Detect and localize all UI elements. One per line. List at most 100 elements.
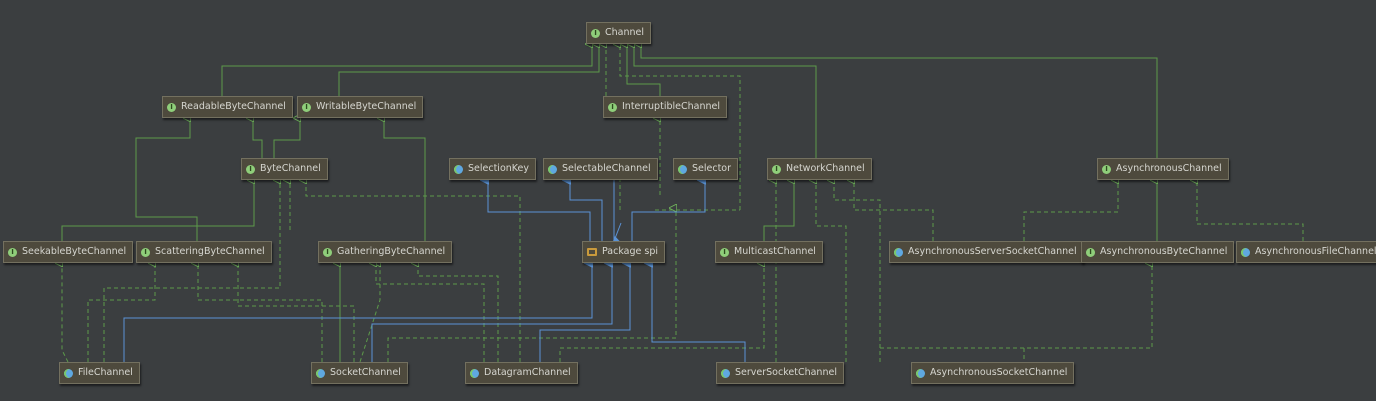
extends-edge — [135, 118, 198, 241]
implements-edge — [559, 263, 764, 362]
node-label: AsynchronousServerSocketChannel — [908, 246, 1077, 257]
node-label: MulticastChannel — [734, 246, 816, 257]
package-edge — [631, 180, 705, 241]
extends-edge — [61, 180, 254, 241]
node-label: ServerSocketChannel — [735, 367, 837, 378]
node-datagram-channel[interactable]: DatagramChannel — [465, 362, 578, 384]
node-writable-byte-channel[interactable]: I WritableByteChannel — [297, 96, 424, 118]
node-label: FileChannel — [78, 367, 133, 378]
interface-icon: I — [608, 102, 617, 112]
package-edge — [123, 263, 592, 362]
implements-edge — [62, 263, 69, 363]
interface-icon: I — [772, 164, 781, 174]
extends-edge — [273, 118, 300, 158]
node-label: InterruptibleChannel — [622, 101, 720, 112]
implements-edge — [854, 180, 934, 241]
implements-edge — [1023, 180, 1118, 241]
interface-icon: I — [591, 28, 600, 38]
implements-edge — [306, 180, 521, 362]
interface-icon: I — [1086, 247, 1095, 257]
interface-icon: I — [720, 247, 729, 257]
node-asynchronous-byte-channel[interactable]: I AsynchronousByteChannel — [1081, 241, 1235, 263]
implements-edge — [418, 263, 499, 362]
class-icon — [916, 368, 925, 378]
node-label: SocketChannel — [330, 367, 401, 378]
class-icon — [1241, 247, 1250, 257]
node-selector[interactable]: Selector — [673, 158, 739, 180]
node-label: Channel — [605, 27, 645, 38]
extends-edge — [338, 44, 599, 96]
node-asynchronous-server-socket-channel[interactable]: AsynchronousServerSocketChannel — [889, 241, 1084, 263]
implements-edge — [103, 180, 280, 362]
interface-icon: I — [167, 102, 176, 112]
package-edge — [570, 180, 603, 241]
node-channel[interactable]: I Channel — [586, 22, 652, 44]
implements-edge — [359, 263, 380, 363]
package-icon — [587, 248, 597, 256]
interface-icon: I — [1102, 164, 1111, 174]
class-icon — [470, 368, 479, 378]
interface-icon: I — [141, 247, 150, 257]
extends-edge — [627, 44, 661, 96]
node-file-channel[interactable]: FileChannel — [59, 362, 140, 384]
node-server-socket-channel[interactable]: ServerSocketChannel — [716, 362, 844, 384]
package-edge — [371, 263, 612, 362]
interface-icon: I — [8, 247, 17, 257]
implements-edge — [816, 180, 847, 362]
node-asynchronous-file-channel[interactable]: AsynchronousFileChannel — [1236, 241, 1376, 263]
node-label: AsynchronousChannel — [1116, 163, 1222, 174]
extends-edge — [634, 44, 817, 158]
node-asynchronous-channel[interactable]: I AsynchronousChannel — [1097, 158, 1229, 180]
node-scattering-byte-channel[interactable]: I ScatteringByteChannel — [136, 241, 272, 263]
node-asynchronous-socket-channel[interactable]: AsynchronousSocketChannel — [911, 362, 1075, 384]
implements-edge — [1197, 180, 1304, 241]
class-icon — [678, 164, 687, 174]
implements-edge — [620, 44, 741, 210]
node-label: SelectableChannel — [562, 163, 651, 174]
class-icon — [64, 368, 73, 378]
class-icon — [548, 164, 557, 174]
implements-edge — [879, 263, 1152, 362]
node-gathering-byte-channel[interactable]: I GatheringByteChannel — [318, 241, 453, 263]
node-package-spi[interactable]: Package spi — [582, 241, 666, 263]
extends-edge — [641, 44, 1158, 158]
extends-edge — [384, 118, 426, 241]
node-label: SeekableByteChannel — [22, 246, 127, 257]
class-icon — [316, 368, 325, 378]
implements-edge — [376, 263, 485, 362]
node-readable-byte-channel[interactable]: I ReadableByteChannel — [162, 96, 293, 118]
node-label: AsynchronousByteChannel — [1100, 246, 1228, 257]
node-interruptible-channel[interactable]: I InterruptibleChannel — [603, 96, 727, 118]
node-network-channel[interactable]: I NetworkChannel — [767, 158, 872, 180]
node-selection-key[interactable]: SelectionKey — [449, 158, 537, 180]
node-selectable-channel[interactable]: SelectableChannel — [543, 158, 658, 180]
class-icon — [894, 247, 903, 257]
class-icon — [721, 368, 730, 378]
implements-edge — [238, 263, 355, 362]
interface-icon: I — [323, 247, 332, 257]
node-label: WritableByteChannel — [316, 101, 417, 112]
extends-edge — [221, 44, 592, 96]
implements-edge — [834, 180, 881, 348]
interface-icon: I — [246, 164, 255, 174]
interface-icon: I — [302, 102, 311, 112]
package-edge — [539, 263, 630, 362]
node-label: ScatteringByteChannel — [155, 246, 265, 257]
node-label: GatheringByteChannel — [337, 246, 446, 257]
node-label: Selector — [692, 163, 732, 174]
node-label: NetworkChannel — [786, 163, 865, 174]
node-byte-channel[interactable]: I ByteChannel — [241, 158, 328, 180]
node-label: ReadableByteChannel — [181, 101, 286, 112]
node-socket-channel[interactable]: SocketChannel — [311, 362, 408, 384]
class-icon — [454, 164, 463, 174]
node-label: DatagramChannel — [484, 367, 571, 378]
node-label: AsynchronousFileChannel — [1255, 246, 1376, 257]
package-edge — [614, 222, 621, 241]
implements-edge — [198, 263, 323, 362]
node-label: ByteChannel — [260, 163, 321, 174]
node-seekable-byte-channel[interactable]: I SeekableByteChannel — [3, 241, 134, 263]
node-label: AsynchronousSocketChannel — [930, 367, 1068, 378]
node-label: SelectionKey — [468, 163, 530, 174]
node-multicast-channel[interactable]: I MulticastChannel — [715, 241, 823, 263]
